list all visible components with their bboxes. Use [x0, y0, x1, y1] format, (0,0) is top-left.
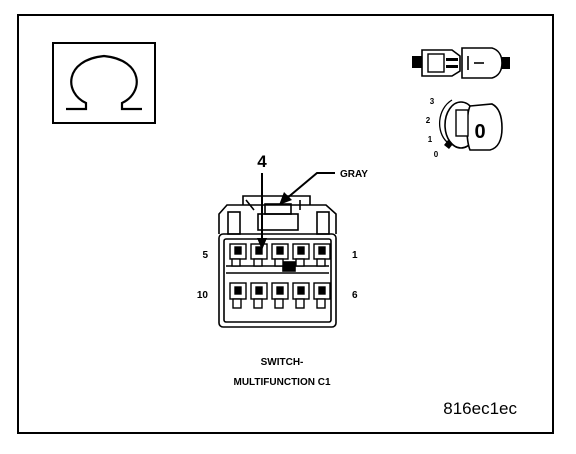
pin-cavity-7 [292, 282, 310, 309]
figure-id: 816ec1ec [443, 399, 517, 418]
gray-color-callout: GRAY [279, 169, 368, 205]
pin-label-5: 5 [202, 250, 208, 261]
connector-body [218, 195, 337, 328]
pin-cavity-6 [313, 282, 331, 309]
pin-cavity-5 [229, 243, 247, 267]
pin-cavity-2 [292, 243, 310, 267]
switch-position-0: 0 [434, 150, 439, 159]
figure-frame [17, 14, 554, 434]
wire-color-label: GRAY [340, 169, 368, 180]
pin-cavity-9 [250, 282, 268, 309]
pin-cavity-8 [271, 282, 289, 309]
pin-label-1: 1 [352, 250, 358, 261]
pin-cavity-1 [313, 243, 331, 267]
switch-position-2: 2 [426, 116, 431, 125]
caption-line-2: MULTIFUNCTION C1 [233, 377, 330, 388]
caption-line-1: SWITCH- [261, 357, 304, 368]
pin-label-10: 10 [197, 290, 209, 301]
switch-position-3: 3 [430, 97, 435, 106]
switch-position-1: 1 [428, 135, 433, 144]
pin-cavity-3 [271, 243, 289, 267]
ignition-key-switch-icon: 0 3 2 1 0 [426, 97, 503, 159]
pin-cavity-4 [250, 243, 268, 267]
terminal-cavities [229, 243, 331, 309]
pin-4-callout: 4 [257, 152, 267, 250]
ohmmeter-symbol-box [52, 42, 156, 124]
pin-label-6: 6 [352, 290, 358, 301]
pin-cavity-10 [229, 282, 247, 309]
ohm-icon [66, 54, 142, 111]
connector-disconnect-icon [412, 47, 510, 79]
pin-callout-label: 4 [257, 152, 267, 171]
knob-position-label: 0 [474, 121, 485, 143]
